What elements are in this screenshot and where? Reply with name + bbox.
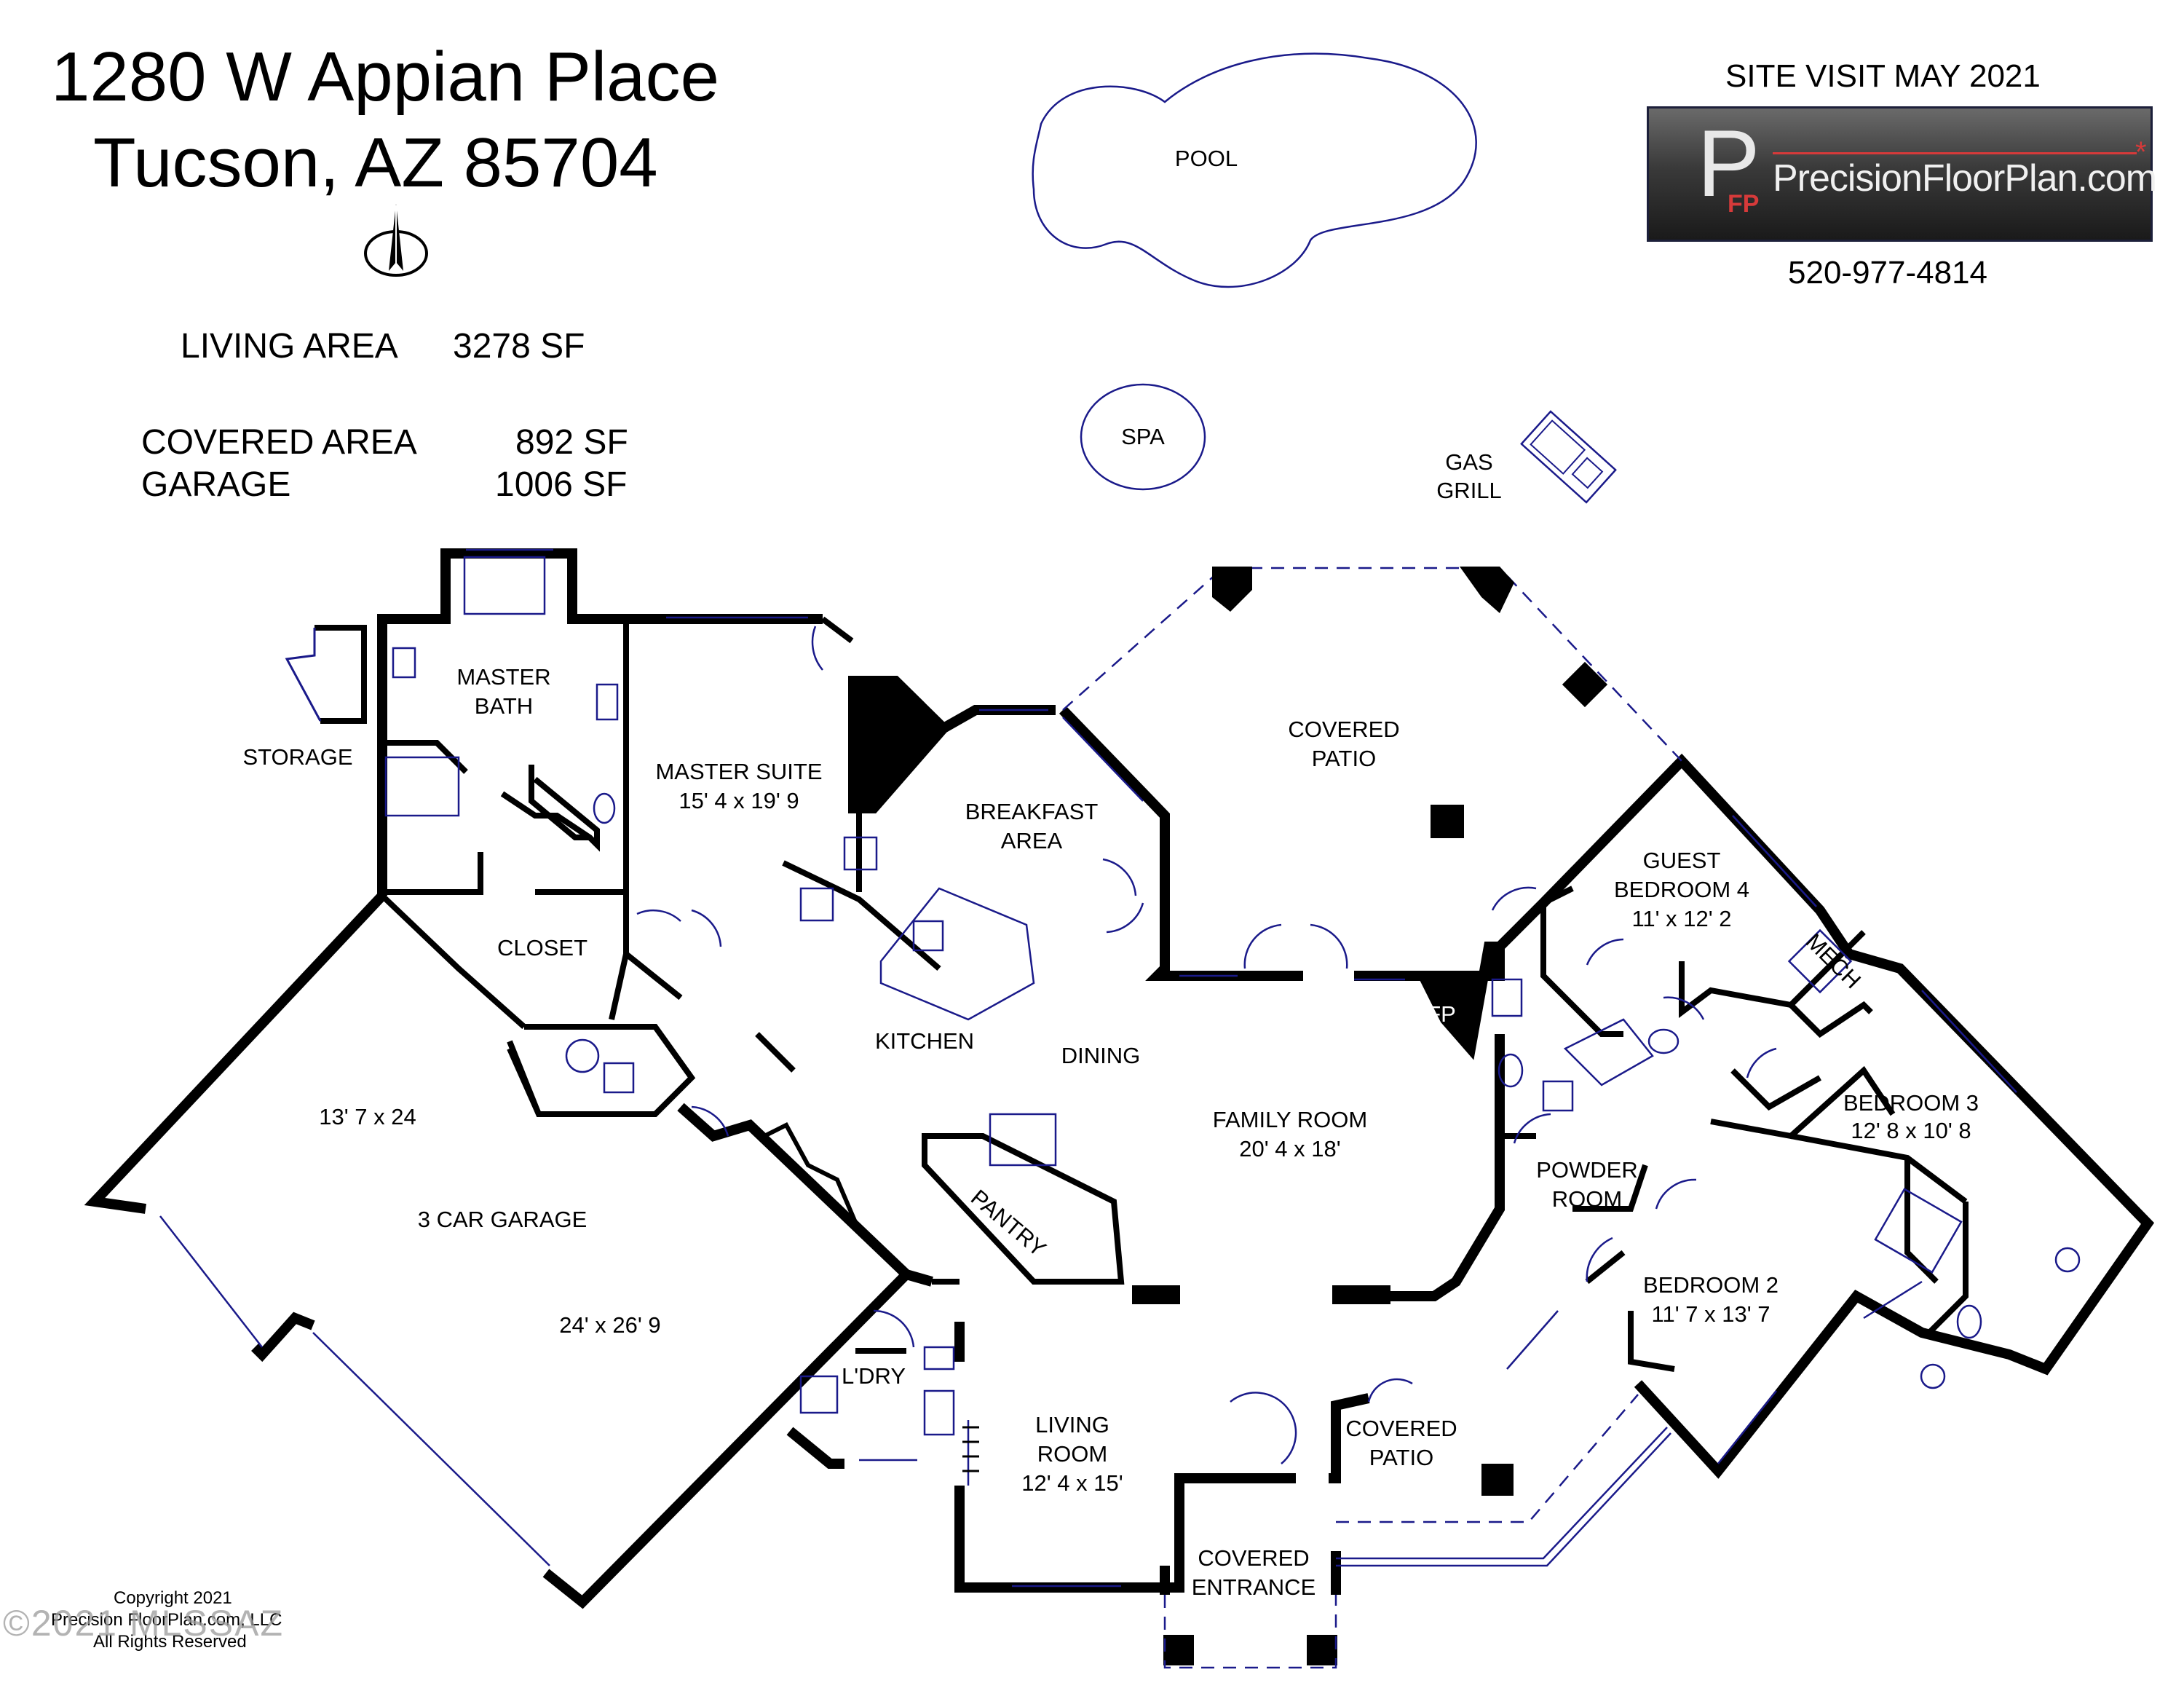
covered-patio-columns xyxy=(1132,567,1608,1665)
label-garage: 3 CAR GARAGE xyxy=(418,1207,587,1232)
label-bedroom3-dim: 12' 8 x 10' 8 xyxy=(1851,1118,1971,1143)
label-master-bath-1: MASTER xyxy=(456,664,550,690)
label-bedroom3: BEDROOM 3 xyxy=(1843,1090,1979,1116)
label-family-room: FAMILY ROOM xyxy=(1213,1107,1367,1132)
label-covered-patio-2: PATIO xyxy=(1312,746,1376,771)
exterior-walls xyxy=(84,548,2155,1609)
address-line-2: Tucson, AZ 85704 xyxy=(93,124,658,202)
copyright-line-1: Copyright 2021 xyxy=(114,1588,232,1608)
fixtures xyxy=(384,556,2081,1436)
label-master-suite: MASTER SUITE xyxy=(655,759,822,784)
label-gas: GAS xyxy=(1445,449,1492,475)
label-garage-dim-large: 24' x 26' 9 xyxy=(559,1312,660,1338)
label-covered-patio2-2: PATIO xyxy=(1369,1445,1433,1470)
spa-outline xyxy=(1080,383,1206,491)
door-swings xyxy=(636,626,1777,1464)
label-grill: GRILL xyxy=(1436,478,1502,503)
label-storage: STORAGE xyxy=(242,744,352,770)
copyright-line-3: All Rights Reserved xyxy=(93,1632,247,1652)
address-line-1: 1280 W Appian Place xyxy=(51,38,719,116)
label-fp-family: FP xyxy=(1427,1001,1456,1027)
copyright-line-2: Precision FloorPlan.com, LLC xyxy=(51,1610,282,1630)
label-pool: POOL xyxy=(1175,146,1238,171)
gas-grill-icon xyxy=(1520,410,1617,504)
logo-underline xyxy=(1773,152,2137,154)
covered-area-value: 892 SF xyxy=(515,423,628,462)
mls-watermark: ©2021 MLSSAZ xyxy=(3,1603,285,1644)
label-master-suite-dim: 15' 4 x 19' 9 xyxy=(678,788,799,813)
covered-patio-outline xyxy=(1062,567,1682,762)
north-arrow-icon xyxy=(364,204,428,277)
label-dining: DINING xyxy=(1061,1043,1141,1068)
label-living-1: LIVING xyxy=(1035,1412,1109,1437)
phone-number: 520-977-4814 xyxy=(1788,255,1988,291)
storage-outline xyxy=(285,625,367,724)
label-family-room-dim: 20' 4 x 18' xyxy=(1239,1136,1340,1162)
pool-outline xyxy=(1032,52,1477,288)
label-breakfast-2: AREA xyxy=(1001,828,1063,853)
label-entrance-2: ENTRANCE xyxy=(1192,1574,1316,1600)
label-guest-bed-1: GUEST xyxy=(1643,848,1721,873)
garage-steps xyxy=(748,1122,861,1232)
windows xyxy=(159,548,2017,1588)
label-kitchen: KITCHEN xyxy=(875,1028,974,1054)
label-powder-2: ROOM xyxy=(1552,1186,1622,1212)
covered-area-label: COVERED AREA xyxy=(141,423,417,462)
garage-area-value: 1006 SF xyxy=(495,465,628,504)
logo-fp: FP xyxy=(1728,190,1760,218)
living-room-step xyxy=(962,1426,979,1472)
living-area-value: 3278 SF xyxy=(453,327,585,366)
garage-area-label: GARAGE xyxy=(141,465,291,504)
label-entrance-1: COVERED xyxy=(1198,1545,1309,1571)
label-covered-patio2-1: COVERED xyxy=(1345,1416,1457,1441)
interior-walls xyxy=(380,616,1969,1372)
logo-letter: P xyxy=(1697,110,1760,216)
label-living-dim: 12' 4 x 15' xyxy=(1021,1470,1123,1496)
label-bedroom2: BEDROOM 2 xyxy=(1643,1272,1779,1298)
label-fp-master: FP xyxy=(860,734,890,760)
label-closet: CLOSET xyxy=(497,935,587,961)
label-master-bath-2: BATH xyxy=(475,693,533,719)
entrance-outline xyxy=(1163,1394,1639,1669)
label-guest-bed-dim: 11' x 12' 2 xyxy=(1631,906,1731,931)
label-garage-dim-small: 13' 7 x 24 xyxy=(319,1104,416,1129)
label-laundry: L'DRY xyxy=(842,1363,906,1389)
site-visit-label: SITE VISIT MAY 2021 xyxy=(1725,58,2041,94)
label-guest-bed-2: BEDROOM 4 xyxy=(1614,877,1749,902)
label-covered-patio-1: COVERED xyxy=(1288,717,1399,742)
label-bedroom2-dim: 11' 7 x 13' 7 xyxy=(1652,1301,1770,1327)
label-spa: SPA xyxy=(1121,424,1165,449)
label-living-2: ROOM xyxy=(1037,1441,1107,1467)
logo-text: PrecisionFloorPlan.com xyxy=(1773,157,2157,200)
label-powder-1: POWDER xyxy=(1536,1157,1638,1183)
logo-star-icon: * xyxy=(2135,136,2147,168)
living-area-label: LIVING AREA xyxy=(181,327,398,366)
label-breakfast-1: BREAKFAST xyxy=(965,799,1099,824)
company-logo: P FP PrecisionFloorPlan.com * xyxy=(1647,106,2157,242)
front-walk xyxy=(1336,1427,1671,1567)
